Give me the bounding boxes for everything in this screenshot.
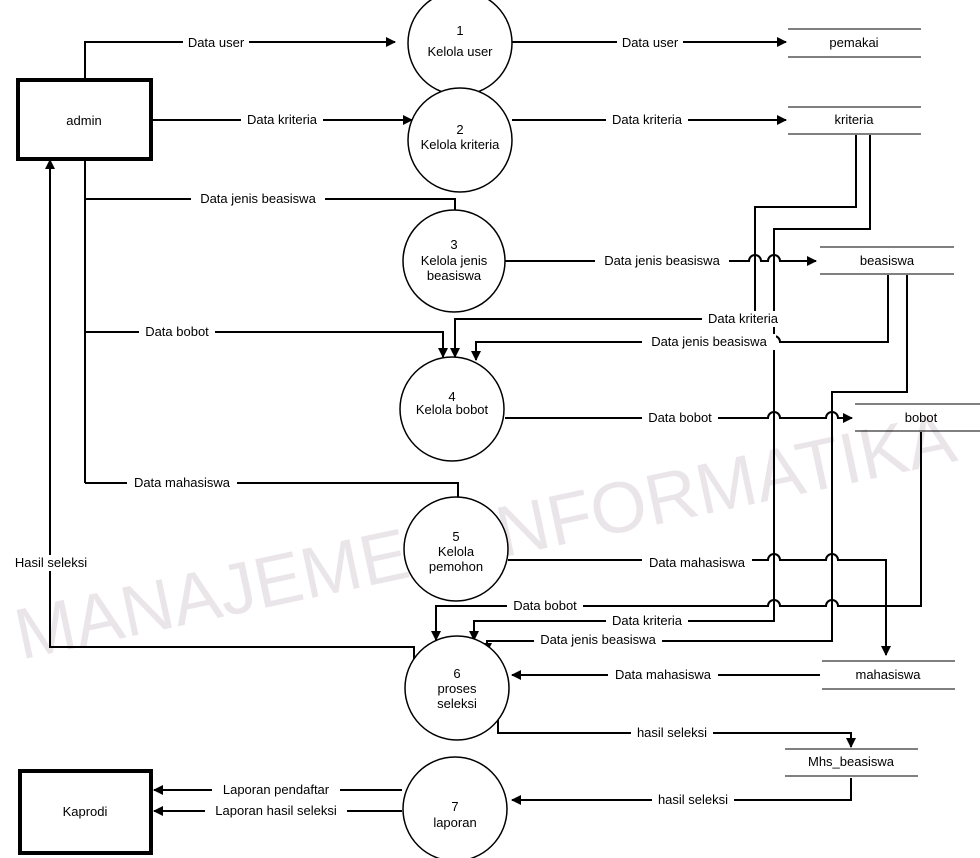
flow-kriteria-p4: [450, 135, 857, 358]
process-6-name-line2: seleksi: [437, 696, 477, 711]
process-5-name-line2: pemohon: [429, 559, 483, 574]
process-1-number: 1: [456, 23, 463, 38]
store-pemakai: pemakai: [788, 28, 921, 58]
flow-p3-beasiswa: [505, 254, 817, 266]
process-1: 1 Kelola user: [407, 0, 513, 96]
flow-kriteria-p6: [469, 135, 871, 641]
flow-label-p7-kaprodi-2: Laporan hasil seleksi: [205, 803, 347, 819]
svg-text:Data mahasiswa: Data mahasiswa: [134, 475, 231, 490]
flow-label-admin-p3: Data jenis beasiswa: [191, 191, 325, 207]
flow-label-kriteria-p6: Data kriteria: [606, 613, 688, 629]
svg-text:Data kriteria: Data kriteria: [708, 311, 779, 326]
svg-text:Data kriteria: Data kriteria: [612, 112, 683, 127]
flow-beasiswa-p6: [482, 275, 908, 653]
flow-label-p1-pemakai: Data user: [617, 34, 683, 50]
process-2-number: 2: [456, 122, 463, 137]
flow-label-beasiswa-p4: Data jenis beasiswa: [642, 334, 776, 350]
flow-label-p2-kriteria: Data kriteria: [606, 112, 688, 128]
process-5-number: 5: [452, 529, 459, 544]
entity-kaprodi-label: Kaprodi: [63, 804, 108, 819]
process-7-name: laporan: [433, 815, 476, 830]
svg-text:Data bobot: Data bobot: [648, 410, 712, 425]
svg-text:Data mahasiswa: Data mahasiswa: [649, 555, 746, 570]
store-kriteria-label: kriteria: [834, 112, 874, 127]
process-3: 3 Kelola jenis beasiswa: [402, 209, 506, 313]
store-mahasiswa: mahasiswa: [822, 660, 955, 690]
process-2-name: Kelola kriteria: [421, 137, 501, 152]
process-2: 2 Kelola kriteria: [407, 87, 513, 193]
svg-text:hasil seleksi: hasil seleksi: [637, 725, 707, 740]
process-6-name-line1: proses: [437, 681, 477, 696]
svg-text:Laporan pendaftar: Laporan pendaftar: [223, 782, 330, 797]
svg-text:Data kriteria: Data kriteria: [247, 112, 318, 127]
svg-text:Data jenis beasiswa: Data jenis beasiswa: [540, 632, 656, 647]
process-7-number: 7: [451, 799, 458, 814]
flow-label-admin-p5: Data mahasiswa: [127, 475, 237, 491]
flow-label-admin-p4: Data bobot: [139, 324, 215, 340]
flow-label-p4-bobot: Data bobot: [642, 410, 718, 426]
flow-label-mhs-p7: hasil seleksi: [652, 792, 734, 808]
flow-label-bobot-p6: Data bobot: [507, 598, 583, 614]
flow-admin-p1: [84, 37, 396, 78]
process-3-number: 3: [450, 237, 457, 252]
process-6: 6 proses seleksi: [404, 635, 510, 741]
flow-label-p5-mahasiswa: Data mahasiswa: [642, 555, 752, 571]
svg-text:Data jenis beasiswa: Data jenis beasiswa: [200, 191, 316, 206]
process-5: 5 Kelola pemohon: [403, 496, 509, 602]
process-5-name-line1: Kelola: [438, 544, 475, 559]
svg-text:Laporan hasil seleksi: Laporan hasil seleksi: [215, 803, 337, 818]
process-3-name-line1: Kelola jenis: [421, 253, 488, 268]
store-beasiswa-label: beasiswa: [860, 253, 915, 268]
flow-label-p6-admin: Hasil seleksi: [8, 555, 94, 571]
process-4-name: Kelola bobot: [416, 402, 489, 417]
flow-mhs-p7: [511, 778, 852, 805]
process-7: 7 laporan: [402, 756, 508, 858]
svg-text:hasil seleksi: hasil seleksi: [658, 792, 728, 807]
flow-label-p3-beasiswa: Data jenis beasiswa: [595, 253, 729, 269]
store-mhs-beasiswa-label: Mhs_beasiswa: [808, 754, 895, 769]
flow-label-p7-kaprodi-1: Laporan pendaftar: [212, 782, 340, 798]
flow-label-kriteria-p4: Data kriteria: [702, 311, 784, 327]
process-6-number: 6: [453, 666, 460, 681]
svg-text:Data jenis beasiswa: Data jenis beasiswa: [604, 253, 720, 268]
svg-text:Data jenis beasiswa: Data jenis beasiswa: [651, 334, 767, 349]
flow-label-p6-mhs: hasil seleksi: [631, 725, 713, 741]
process-3-name-line2: beasiswa: [427, 268, 482, 283]
svg-text:Data kriteria: Data kriteria: [612, 613, 683, 628]
process-4: 4 Kelola bobot: [399, 356, 505, 462]
store-bobot: bobot: [855, 403, 980, 432]
flow-labels: Data user Data user Data kriteria Data k…: [8, 34, 784, 819]
svg-text:Data bobot: Data bobot: [145, 324, 209, 339]
flow-label-mahasiswa-p6: Data mahasiswa: [608, 667, 718, 683]
store-kriteria: kriteria: [788, 106, 921, 135]
flow-p4-bobot: [505, 411, 853, 423]
process-4-number: 4: [448, 389, 455, 404]
store-beasiswa: beasiswa: [820, 246, 954, 275]
flow-label-admin-p1: Data user: [183, 34, 249, 50]
svg-text:Data user: Data user: [188, 35, 245, 50]
flow-bobot-p6: [431, 432, 922, 641]
store-pemakai-label: pemakai: [829, 35, 878, 50]
svg-text:Data mahasiswa: Data mahasiswa: [615, 667, 712, 682]
flow-label-beasiswa-p6: Data jenis beasiswa: [534, 632, 662, 648]
flow-admin-p4: [85, 331, 448, 358]
store-bobot-label: bobot: [905, 410, 938, 425]
process-1-name: Kelola user: [427, 44, 493, 59]
flow-p6-admin: [45, 159, 415, 660]
flow-label-admin-p2: Data kriteria: [241, 112, 323, 128]
store-mahasiswa-label: mahasiswa: [855, 667, 921, 682]
entity-admin-label: admin: [66, 113, 101, 128]
entity-kaprodi: Kaprodi: [18, 769, 153, 855]
svg-text:Hasil seleksi: Hasil seleksi: [15, 555, 87, 570]
flow-p5-mahasiswa: [508, 553, 891, 656]
svg-text:Data bobot: Data bobot: [513, 598, 577, 613]
store-mhs-beasiswa: Mhs_beasiswa: [785, 748, 918, 777]
svg-text:Data user: Data user: [622, 35, 679, 50]
entity-admin: admin: [16, 78, 153, 161]
